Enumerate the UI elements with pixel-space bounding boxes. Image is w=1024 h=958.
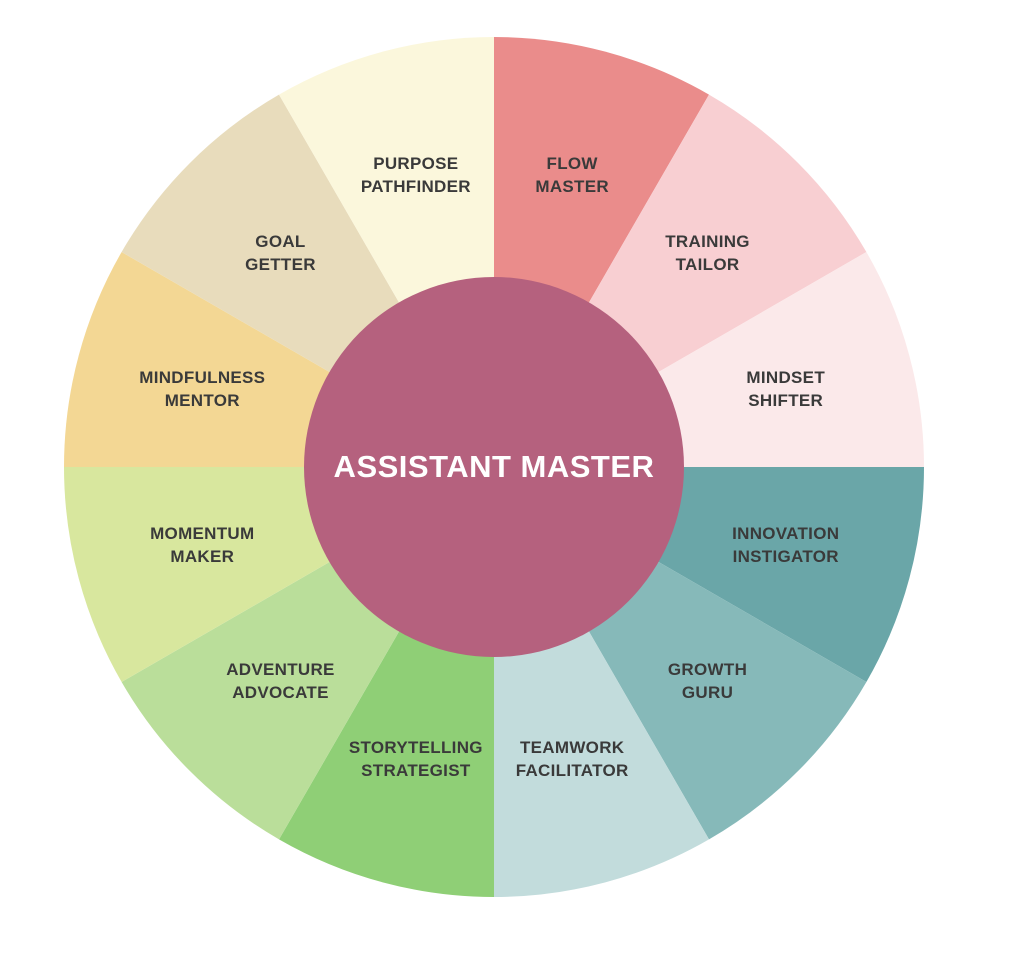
- center-disc: [304, 277, 684, 657]
- center-label: ASSISTANT MASTER: [333, 449, 655, 484]
